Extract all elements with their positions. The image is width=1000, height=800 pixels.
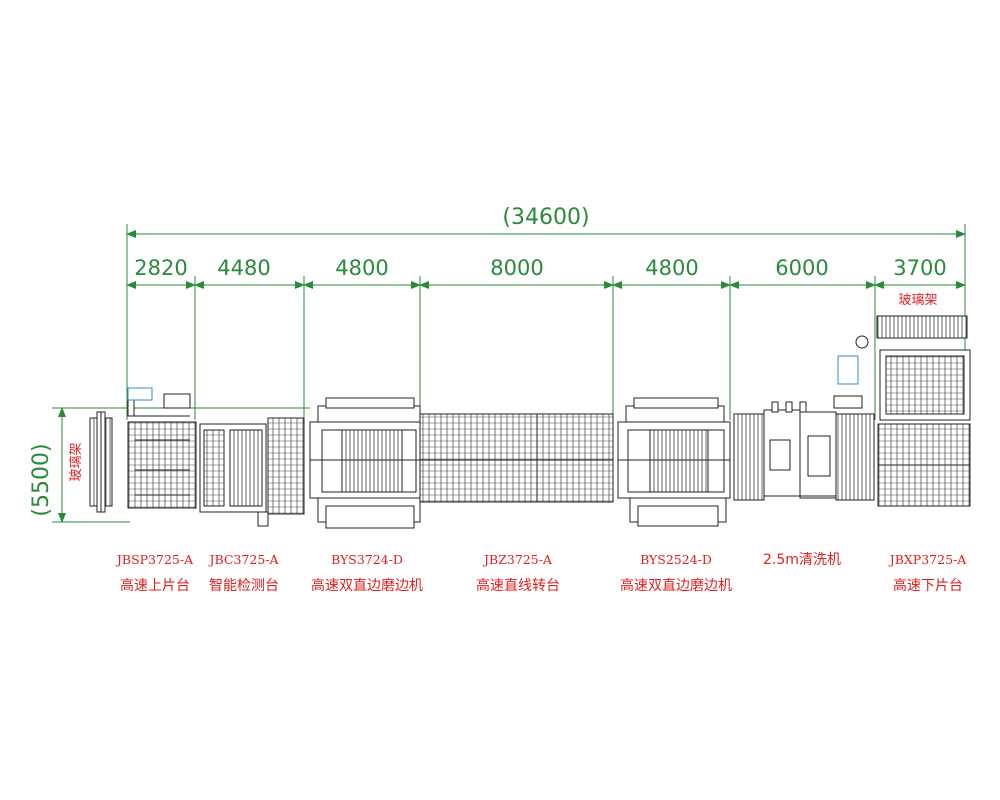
segment-dim: 3700	[893, 256, 946, 280]
equipment-name: 智能检测台	[209, 578, 279, 594]
equipment-model: BYS2524-D	[640, 552, 712, 567]
total-dimension: (34600)	[502, 205, 589, 230]
dimension-lines	[52, 224, 966, 523]
equipment-model: JBXP3725-A	[888, 552, 968, 567]
equipment	[89, 315, 971, 529]
straight-turntable	[419, 413, 614, 503]
operator-tag	[127, 387, 153, 401]
edging-machine-2	[617, 397, 731, 527]
segment-dim: 6000	[775, 256, 828, 280]
equipment-name: 高速下片台	[893, 577, 963, 594]
segment-dim: 4800	[645, 256, 698, 280]
segment-dim: 2820	[134, 256, 187, 280]
equipment-name: 高速双直边磨边机	[620, 577, 732, 594]
equipment-name: 高速直线转台	[476, 577, 560, 594]
segment-dim: 4480	[217, 256, 270, 280]
washing-machine	[733, 395, 875, 501]
equipment-model: 2.5m清洗机	[763, 552, 841, 568]
equipment-model: JBSP3725-A	[115, 552, 194, 567]
segment-dim: 8000	[490, 256, 543, 280]
equipment-labels: JBSP3725-A 高速上片台 JBC3725-A 智能检测台 BYS3724…	[115, 552, 967, 594]
segment-dimensions: 2820 4480 4800 8000 4800 6000 3700	[134, 256, 946, 280]
glass-rack-right-label: 玻璃架	[898, 293, 937, 308]
segment-dim: 4800	[335, 256, 388, 280]
inspection-table	[199, 417, 305, 527]
glass-rack-left-label: 玻璃架	[69, 442, 84, 481]
glass-rack-left	[89, 411, 113, 513]
equipment-model: JBZ3725-A	[482, 552, 553, 567]
equipment-name: 高速双直边磨边机	[311, 577, 423, 594]
height-dimension: (5500)	[29, 443, 54, 516]
unloading-table	[855, 315, 971, 507]
loading-table	[127, 393, 197, 509]
equipment-model: JBC3725-A	[207, 552, 279, 567]
equipment-name: 高速上片台	[120, 577, 190, 594]
edging-machine-1	[309, 397, 421, 529]
equipment-model: BYS3724-D	[331, 552, 403, 567]
operator-tag	[837, 355, 859, 385]
